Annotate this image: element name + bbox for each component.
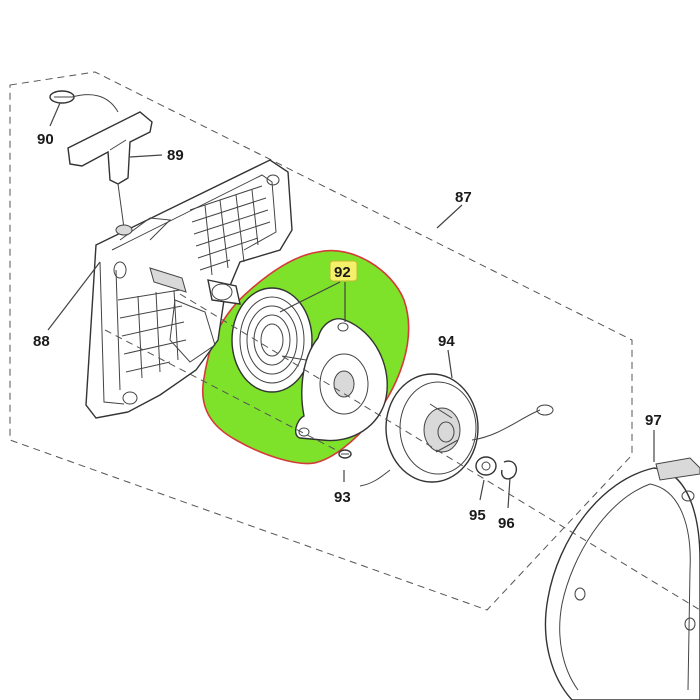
leader-94 [447,349,453,379]
leader-90 [49,102,61,127]
leader-89 [129,154,163,158]
callout-94: 94 [438,333,455,350]
callout-95: 95 [469,507,486,524]
part-95-washer[interactable] [475,456,497,476]
part-89-starter-handle[interactable] [67,111,153,236]
assembly-boundary-87 [9,71,633,611]
assembly-axis-line [179,293,700,611]
part-97-fan-cover[interactable] [544,457,700,700]
callout-92-highlight [329,260,358,282]
callout-89: 89 [167,147,184,164]
callout-90: 90 [37,131,54,148]
leader-88 [47,261,101,331]
callout-97: 97 [645,412,662,429]
callout-88: 88 [33,333,50,350]
part-96-circlip[interactable] [500,460,518,480]
leader-87 [436,204,463,229]
part-94-rope-pulley[interactable] [359,373,554,487]
callout-96: 96 [498,515,515,532]
leader-96 [507,477,511,509]
leader-92a [279,281,341,313]
part-92-spring-assembly[interactable] [231,287,388,442]
callout-92: 92 [334,264,351,281]
callout-87: 87 [455,189,472,206]
part-90-rope-clip[interactable] [49,90,75,104]
starter-rope-upper [71,94,119,113]
part-88-starter-housing[interactable] [85,159,293,419]
assembly-axis-line-secondary [104,329,341,453]
callout-93: 93 [334,489,351,506]
leader-95 [479,479,485,501]
part-93-screw[interactable] [338,449,352,459]
